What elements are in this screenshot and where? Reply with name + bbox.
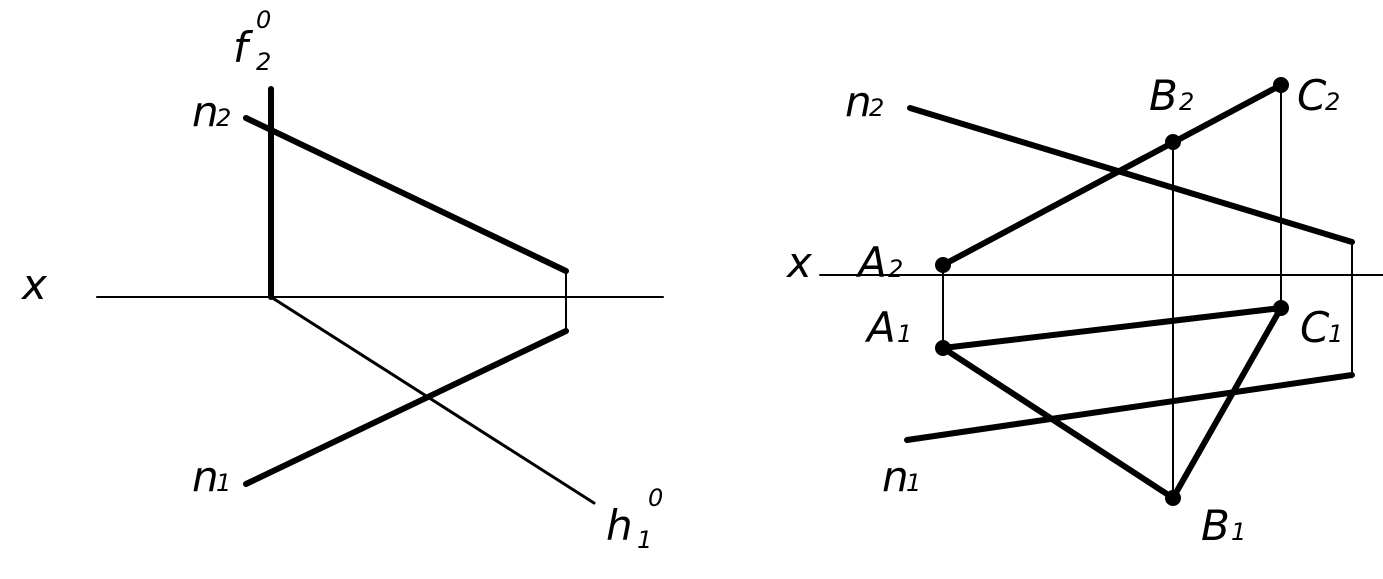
label-main: n	[845, 77, 872, 126]
left-line-n2	[243, 115, 569, 274]
point-b2	[1165, 134, 1181, 150]
label-sub: 2	[1325, 88, 1340, 116]
label-main: B	[1201, 501, 1230, 550]
label-main: C	[1297, 71, 1327, 120]
point-b1	[1165, 490, 1181, 506]
label-main: A	[855, 238, 887, 287]
point-a1	[935, 340, 951, 356]
label-sub: 2	[256, 48, 271, 76]
label-main: B	[1149, 71, 1178, 120]
label-sup: 0	[256, 6, 271, 34]
left-axis-label: x	[20, 260, 48, 309]
label-right-n1: n 1	[882, 452, 921, 501]
label-left-n2: n 2	[192, 87, 231, 136]
label-sub: 1	[637, 526, 652, 554]
right-line-n2	[907, 105, 1355, 245]
right-segment-a2-c2	[940, 82, 1284, 268]
label-c2: C 2	[1297, 71, 1340, 120]
label-sub: 1	[1231, 518, 1246, 546]
label-right-n2: n 2	[845, 77, 884, 126]
left-h-trace	[269, 295, 596, 505]
left-figure: x f 0 2 h 0 1 n 2 n 1	[20, 6, 664, 554]
label-h1-0: h 0 1	[606, 484, 663, 554]
point-c1	[1273, 300, 1289, 316]
label-main: A	[864, 303, 896, 352]
left-line-n1	[243, 328, 569, 487]
right-line-n1	[904, 372, 1355, 443]
label-sub: 2	[869, 94, 884, 122]
right-segment-a1-b1	[940, 345, 1176, 501]
point-c2	[1273, 77, 1289, 93]
right-segment-b1-c1	[1170, 305, 1284, 501]
label-sub: 1	[897, 320, 912, 348]
label-main: n	[192, 87, 219, 136]
label-b2: B 2	[1149, 71, 1194, 120]
label-sub: 1	[1328, 320, 1343, 348]
right-segment-a1-c1	[940, 305, 1284, 351]
label-main: n	[192, 452, 219, 501]
label-sub: 2	[216, 104, 231, 132]
label-left-n1: n 1	[192, 452, 231, 501]
label-sub: 2	[1179, 88, 1194, 116]
label-c1: C 1	[1300, 303, 1343, 352]
label-f2-0: f 0 2	[233, 6, 271, 76]
label-main: f	[233, 23, 254, 72]
right-figure: x n 2 n 1 A 2	[785, 71, 1383, 550]
label-main: C	[1300, 303, 1330, 352]
label-sub: 1	[216, 469, 231, 497]
label-main: h	[606, 501, 633, 550]
label-a1: A 1	[864, 303, 912, 352]
label-sub: 1	[906, 469, 921, 497]
point-a2	[935, 257, 951, 273]
label-main: n	[882, 452, 909, 501]
label-sup: 0	[648, 484, 663, 512]
label-sub: 2	[888, 255, 903, 283]
label-b1: B 1	[1201, 501, 1246, 550]
label-a2: A 2	[855, 238, 903, 287]
right-axis-label: x	[785, 238, 813, 287]
